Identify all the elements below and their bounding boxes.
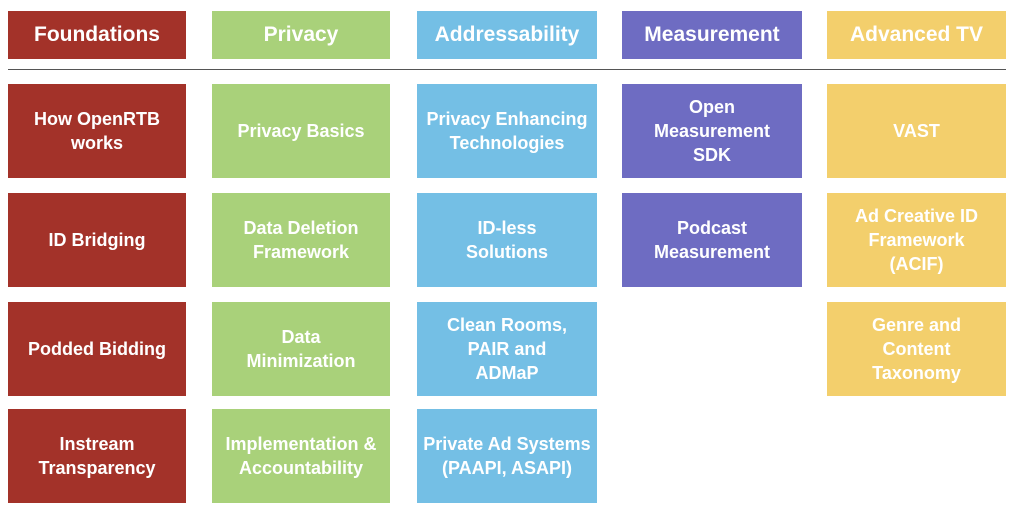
tile-genre-content-taxonomy[interactable]: Genre and Content Taxonomy (827, 302, 1006, 396)
header-measurement[interactable]: Measurement (622, 11, 802, 59)
tile-instream-transparency[interactable]: Instream Transparency (8, 409, 186, 503)
header-divider (8, 69, 1006, 70)
tile-data-deletion-framework[interactable]: Data Deletion Framework (212, 193, 390, 287)
tile-podded-bidding[interactable]: Podded Bidding (8, 302, 186, 396)
tile-privacy-basics[interactable]: Privacy Basics (212, 84, 390, 178)
tile-clean-rooms-pair-admap[interactable]: Clean Rooms, PAIR and ADMaP (417, 302, 597, 396)
tile-ad-creative-id-framework[interactable]: Ad Creative ID Framework (ACIF) (827, 193, 1006, 287)
tile-privacy-enhancing-technologies[interactable]: Privacy Enhancing Technologies (417, 84, 597, 178)
tile-vast[interactable]: VAST (827, 84, 1006, 178)
header-privacy[interactable]: Privacy (212, 11, 390, 59)
header-foundations[interactable]: Foundations (8, 11, 186, 59)
tile-podcast-measurement[interactable]: Podcast Measurement (622, 193, 802, 287)
header-advanced-tv[interactable]: Advanced TV (827, 11, 1006, 59)
tile-data-minimization[interactable]: Data Minimization (212, 302, 390, 396)
tile-id-bridging[interactable]: ID Bridging (8, 193, 186, 287)
header-addressability[interactable]: Addressability (417, 11, 597, 59)
tile-private-ad-systems[interactable]: Private Ad Systems (PAAPI, ASAPI) (417, 409, 597, 503)
tile-how-openrtb-works[interactable]: How OpenRTB works (8, 84, 186, 178)
tile-open-measurement-sdk[interactable]: Open Measurement SDK (622, 84, 802, 178)
tile-implementation-accountability[interactable]: Implementation & Accountability (212, 409, 390, 503)
tile-id-less-solutions[interactable]: ID-less Solutions (417, 193, 597, 287)
